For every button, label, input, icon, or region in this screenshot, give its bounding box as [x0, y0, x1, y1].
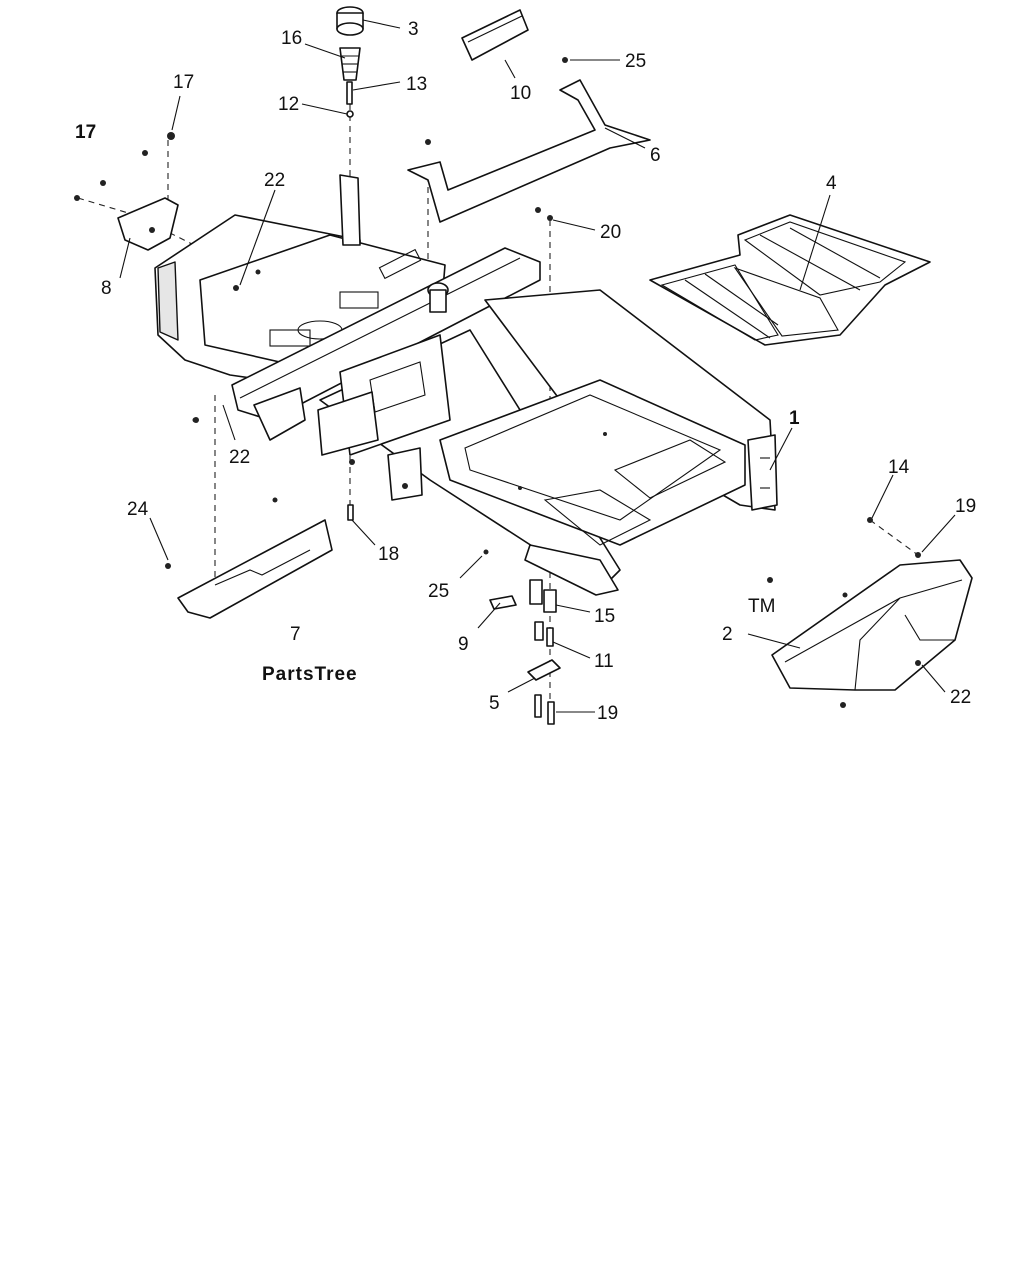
callout-10: 10	[510, 83, 531, 104]
leader-lines	[119, 19, 956, 713]
callout-22-top: 22	[264, 170, 285, 191]
side-bracket	[117, 197, 179, 251]
callout-7: 7	[290, 624, 301, 645]
fasteners	[74, 57, 921, 708]
callout-1: 1	[789, 408, 800, 429]
floor-mat	[649, 214, 931, 346]
front-shroud	[771, 559, 973, 691]
lower-hardware	[347, 504, 561, 725]
knob-stack	[336, 6, 364, 118]
callout-9: 9	[458, 634, 469, 655]
watermark-text: PartsTree	[262, 664, 358, 685]
callout-15: 15	[594, 606, 615, 627]
callout-14: 14	[888, 457, 910, 478]
angle-clip	[461, 9, 529, 61]
callout-24: 24	[127, 499, 149, 520]
callout-18: 18	[378, 544, 399, 565]
callout-17-top: 17	[173, 72, 194, 93]
callout-21: 20	[600, 222, 621, 243]
callout-16: 16	[281, 28, 302, 49]
callout-2: 2	[722, 624, 733, 645]
side-skirt	[177, 519, 333, 619]
callout-12: 12	[278, 94, 299, 115]
callout-25-bottom: 25	[428, 581, 449, 602]
callout-5: 5	[489, 693, 500, 714]
watermark: PartsTree TM	[262, 596, 775, 685]
watermark-trademark: TM	[748, 596, 775, 617]
callout-23: 22	[950, 687, 971, 708]
callout-3: 3	[408, 19, 419, 40]
brace-bracket	[407, 79, 651, 223]
callout-13: 13	[406, 74, 427, 95]
callout-19: 19	[955, 496, 976, 517]
callout-17-left: 17	[75, 122, 96, 143]
callout-8: 8	[101, 278, 112, 299]
main-frame	[154, 174, 778, 596]
callout-6: 6	[650, 145, 661, 166]
callouts: 3 16 13 12 10 25 6 20 4 22 8 17 17 22 1 …	[75, 19, 976, 724]
callout-4: 4	[826, 173, 837, 194]
callout-22-bottom: 22	[229, 447, 250, 468]
callout-11: 11	[594, 651, 614, 672]
callout-25-top: 25	[625, 51, 646, 72]
callout-20: 19	[597, 703, 618, 724]
